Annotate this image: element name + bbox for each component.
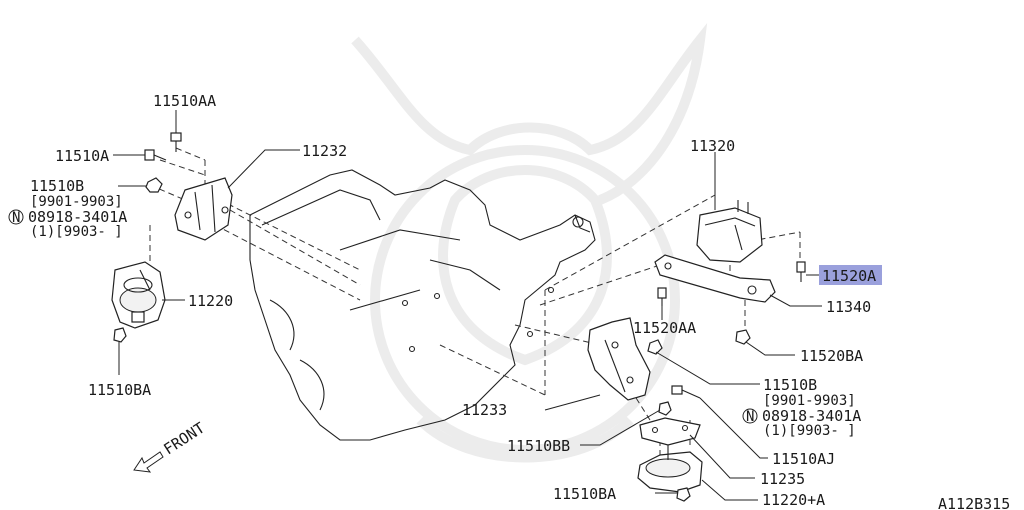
plate-11235	[639, 417, 701, 446]
label-11235[interactable]: 11235	[760, 470, 805, 488]
label-date-range-left: [9901-9903]	[30, 194, 123, 210]
label-11340[interactable]: 11340	[826, 298, 871, 316]
label-11510B-right[interactable]: 11510B	[763, 376, 817, 394]
label-11510BB[interactable]: 11510BB	[507, 437, 570, 455]
nut-11510B-right	[647, 339, 663, 355]
diagram-code: A112B315	[938, 495, 1010, 510]
label-11220A[interactable]: 11220+A	[762, 491, 825, 509]
label-11520A[interactable]: 11520A	[822, 267, 876, 285]
label-11233[interactable]: 11233	[462, 401, 507, 419]
label-11520BA[interactable]: 11520BA	[800, 347, 863, 365]
label-11510B-left[interactable]: 11510B	[30, 177, 84, 195]
nut-11510BA-bottom	[676, 487, 691, 502]
label-11510AJ[interactable]: 11510AJ	[772, 450, 835, 468]
bolt-11510A	[144, 149, 167, 161]
front-label: FRONT	[160, 419, 208, 459]
leader-lines	[113, 110, 822, 501]
n-letter-right: N	[746, 409, 754, 425]
front-arrow-icon	[133, 451, 164, 473]
label-11520AA[interactable]: 11520AA	[633, 319, 696, 337]
label-11320[interactable]: 11320	[690, 137, 735, 155]
label-08918-left[interactable]: 08918-3401A	[28, 208, 127, 226]
front-indicator: FRONT	[133, 419, 208, 473]
n-circle-right	[742, 408, 758, 424]
nut-11510BB	[658, 401, 672, 416]
n-circle-left	[8, 209, 24, 225]
label-11220[interactable]: 11220	[188, 292, 233, 310]
bracket-11232	[174, 177, 233, 241]
label-11510AA[interactable]: 11510AA	[153, 92, 216, 110]
label-11510A[interactable]: 11510A	[55, 147, 109, 165]
part-labels: 11510AA 11510A 11232 11510B [9901-9903] …	[8, 92, 1010, 510]
mount-11220	[111, 261, 166, 329]
label-date-range-right: [9901-9903]	[763, 393, 856, 409]
label-11510BA-left[interactable]: 11510BA	[88, 381, 151, 399]
watermark-crest	[351, 23, 708, 463]
mount-11220A	[637, 445, 703, 493]
bolt-11510AJ	[671, 385, 701, 399]
nut-11510B-left	[145, 177, 163, 193]
nut-11520BA	[735, 329, 751, 345]
bolt-11520AA	[657, 287, 667, 306]
highlight-11520A	[819, 265, 882, 285]
nut-11510BA-left	[113, 327, 127, 343]
label-qty-right: (1)[9903- ]	[763, 423, 856, 439]
crossmember-11340	[654, 254, 776, 303]
bracket-11233	[587, 317, 651, 401]
label-qty-left: (1)[9903- ]	[30, 224, 123, 240]
bolt-11520A	[796, 261, 806, 282]
n-letter-left: N	[12, 210, 20, 226]
label-08918-right[interactable]: 08918-3401A	[762, 407, 861, 425]
label-11510BA-bottom[interactable]: 11510BA	[553, 485, 616, 503]
engine-block	[249, 169, 596, 441]
label-11232[interactable]: 11232	[302, 142, 347, 160]
mount-11320	[696, 200, 763, 263]
